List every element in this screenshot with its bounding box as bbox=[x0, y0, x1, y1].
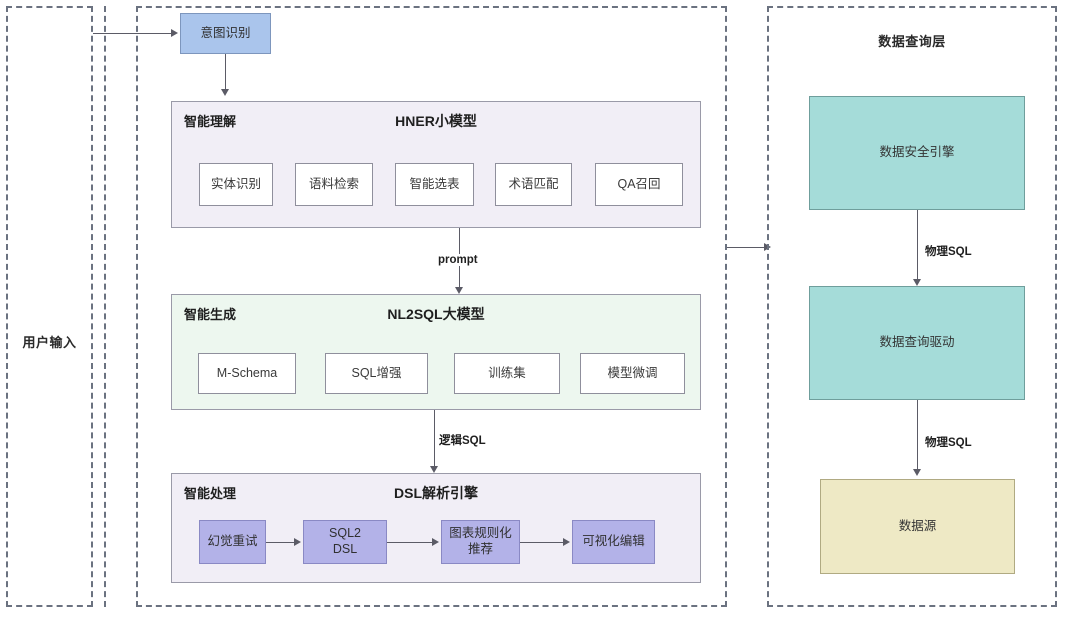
edge-intent-to-understanding bbox=[225, 54, 226, 90]
edge-chartrule-to-visualedit-arrowhead bbox=[563, 537, 570, 546]
group-intelligent-generation-label: 智能生成 bbox=[184, 307, 237, 322]
edge-generation-to-processing-arrowhead bbox=[429, 466, 438, 473]
node-data-source[interactable]: 数据源 bbox=[820, 479, 1015, 574]
edge-chartrule-to-visualedit bbox=[520, 542, 564, 543]
edge-label-prompt: prompt bbox=[435, 254, 481, 266]
node-chart-rule-recommendation[interactable]: 图表规则化 推荐 bbox=[441, 520, 520, 564]
panel-intelligent-pipeline bbox=[136, 6, 727, 607]
edge-user-input-to-intent-arrowhead bbox=[171, 28, 178, 37]
node-smart-table-selection[interactable]: 智能选表 bbox=[395, 163, 474, 206]
edge-sql2dsl-to-chartrule bbox=[387, 542, 433, 543]
edge-label-physical-sql-1: 物理SQL bbox=[922, 243, 975, 259]
edge-driver-to-datasource-arrowhead bbox=[912, 469, 921, 476]
edge-intent-to-understanding-arrowhead bbox=[220, 89, 229, 96]
group-intelligent-processing-label: 智能处理 bbox=[184, 486, 237, 501]
node-intent-recognition[interactable]: 意图识别 bbox=[180, 13, 271, 54]
group-intelligent-generation-heading: NL2SQL大模型 bbox=[387, 306, 485, 322]
edge-retry-to-sql2dsl bbox=[266, 542, 295, 543]
node-sql2dsl[interactable]: SQL2 DSL bbox=[303, 520, 387, 564]
group-intelligent-understanding-label: 智能理解 bbox=[184, 114, 237, 129]
edge-retry-to-sql2dsl-arrowhead bbox=[294, 537, 301, 546]
edge-user-input-to-intent bbox=[93, 33, 172, 34]
node-visual-editing[interactable]: 可视化编辑 bbox=[572, 520, 655, 564]
node-terminology-matching[interactable]: 术语匹配 bbox=[495, 163, 572, 206]
panel-user-input-label: 用户输入 bbox=[22, 335, 77, 350]
edge-security-to-driver bbox=[917, 210, 918, 280]
node-data-query-driver[interactable]: 数据查询驱动 bbox=[809, 286, 1025, 400]
edge-pipeline-to-query-layer bbox=[727, 247, 765, 248]
node-training-set[interactable]: 训练集 bbox=[454, 353, 560, 394]
panel-data-query-layer-title: 数据查询层 bbox=[878, 34, 946, 49]
group-intelligent-understanding-heading: HNER小模型 bbox=[395, 113, 477, 129]
panel-user-input bbox=[6, 6, 93, 607]
edge-label-physical-sql-2: 物理SQL bbox=[922, 434, 975, 450]
group-intelligent-processing-heading: DSL解析引擎 bbox=[394, 485, 478, 501]
edge-label-logic-sql: 逻辑SQL bbox=[436, 432, 489, 448]
edge-generation-to-processing bbox=[434, 410, 435, 467]
panel-spacer-divider bbox=[104, 6, 106, 607]
node-model-finetune[interactable]: 模型微调 bbox=[580, 353, 685, 394]
node-data-security-engine[interactable]: 数据安全引擎 bbox=[809, 96, 1025, 210]
node-m-schema[interactable]: M-Schema bbox=[198, 353, 296, 394]
node-entity-recognition[interactable]: 实体识别 bbox=[199, 163, 273, 206]
node-qa-recall[interactable]: QA召回 bbox=[595, 163, 683, 206]
edge-sql2dsl-to-chartrule-arrowhead bbox=[432, 537, 439, 546]
panel-data-query-layer bbox=[767, 6, 1057, 607]
node-hallucination-retry[interactable]: 幻觉重试 bbox=[199, 520, 266, 564]
edge-security-to-driver-arrowhead bbox=[912, 279, 921, 286]
node-corpus-retrieval[interactable]: 语料检索 bbox=[295, 163, 373, 206]
edge-driver-to-datasource bbox=[917, 400, 918, 470]
node-sql-enhancement[interactable]: SQL增强 bbox=[325, 353, 428, 394]
edge-understanding-to-generation-arrowhead bbox=[454, 287, 463, 294]
